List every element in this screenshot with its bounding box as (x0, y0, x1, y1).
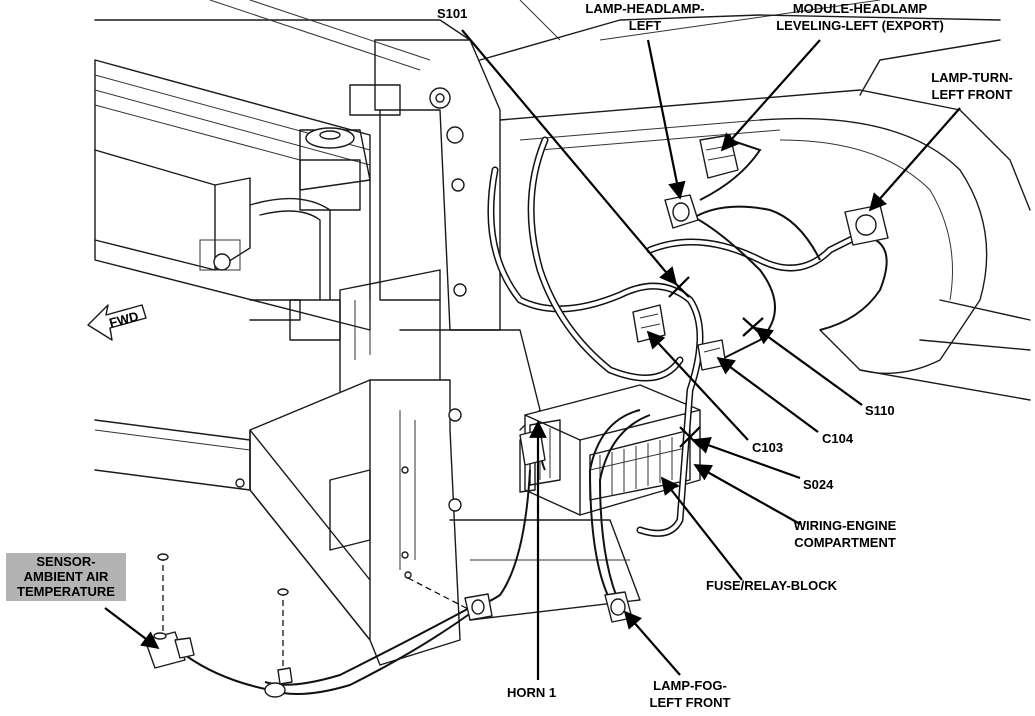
s024-leader (692, 437, 801, 480)
lamp-turn-leader (868, 107, 961, 212)
forward-direction-arrow-icon: FWD (87, 304, 147, 341)
label-module-headlamp-line1: MODULE-HEADLAMP (793, 1, 928, 16)
s110-splice-mark (742, 317, 764, 337)
sensor-label-background (6, 553, 126, 601)
lamp-turn-connector-icon (844, 204, 889, 246)
lamp-headlamp-connector-icon (664, 194, 699, 229)
wiring-engine-leader (693, 464, 801, 525)
callout-labels: S101 LAMP-HEADLAMP- LEFT MODULE-HEADLAMP… (6, 1, 1013, 710)
label-fuse-relay-block: FUSE/RELAY-BLOCK (706, 578, 838, 593)
module-headlamp-leader (720, 39, 821, 152)
horn-connector-icon (519, 429, 546, 466)
leader-lines (104, 29, 961, 680)
ambient-air-sensor-icon (144, 631, 195, 669)
label-lamp-fog-line1: LAMP-FOG- (653, 678, 727, 693)
label-lamp-turn-line2: LEFT FRONT (932, 87, 1013, 102)
label-sensor-line3: TEMPERATURE (17, 584, 115, 599)
connectors (144, 134, 889, 698)
label-s024: S024 (803, 477, 834, 492)
s101-leader (461, 29, 678, 286)
label-c104: C104 (822, 431, 854, 446)
label-c103: C103 (752, 440, 783, 455)
label-sensor-line2: AMBIENT AIR (24, 569, 109, 584)
c103-connector-icon (632, 304, 666, 343)
lamp-fog-leader (623, 610, 681, 676)
label-lamp-headlamp-line2: LEFT (629, 18, 662, 33)
sensor-leader (104, 607, 160, 650)
label-wiring-engine-line2: COMPARTMENT (794, 535, 896, 550)
label-horn-1: HORN 1 (507, 685, 556, 700)
c103-leader (646, 330, 749, 441)
s110-leader (754, 326, 863, 406)
fuse-relay-block (519, 384, 701, 516)
vehicle-structure (94, 0, 1031, 680)
label-module-headlamp-line2: LEVELING-LEFT (EXPORT) (776, 18, 944, 33)
lamp-headlamp-leader (646, 39, 686, 200)
label-s110: S110 (865, 403, 895, 418)
label-s101: S101 (437, 6, 467, 21)
label-sensor-line1: SENSOR- (36, 554, 95, 569)
label-lamp-headlamp-line1: LAMP-HEADLAMP- (585, 1, 704, 16)
label-lamp-turn-line1: LAMP-TURN- (931, 70, 1013, 85)
c104-leader (716, 356, 819, 433)
label-lamp-fog-line2: LEFT FRONT (650, 695, 731, 710)
inline-connector-icon (464, 593, 493, 621)
label-wiring-engine-line1: WIRING-ENGINE (794, 518, 897, 533)
c104-connector-icon (697, 339, 727, 371)
fuse-relay-leader (660, 476, 743, 581)
wiring-harness (184, 136, 888, 695)
lamp-fog-connector-icon (604, 591, 633, 623)
fwd-label: FWD (108, 308, 140, 330)
wire-clip-icon (264, 667, 293, 698)
